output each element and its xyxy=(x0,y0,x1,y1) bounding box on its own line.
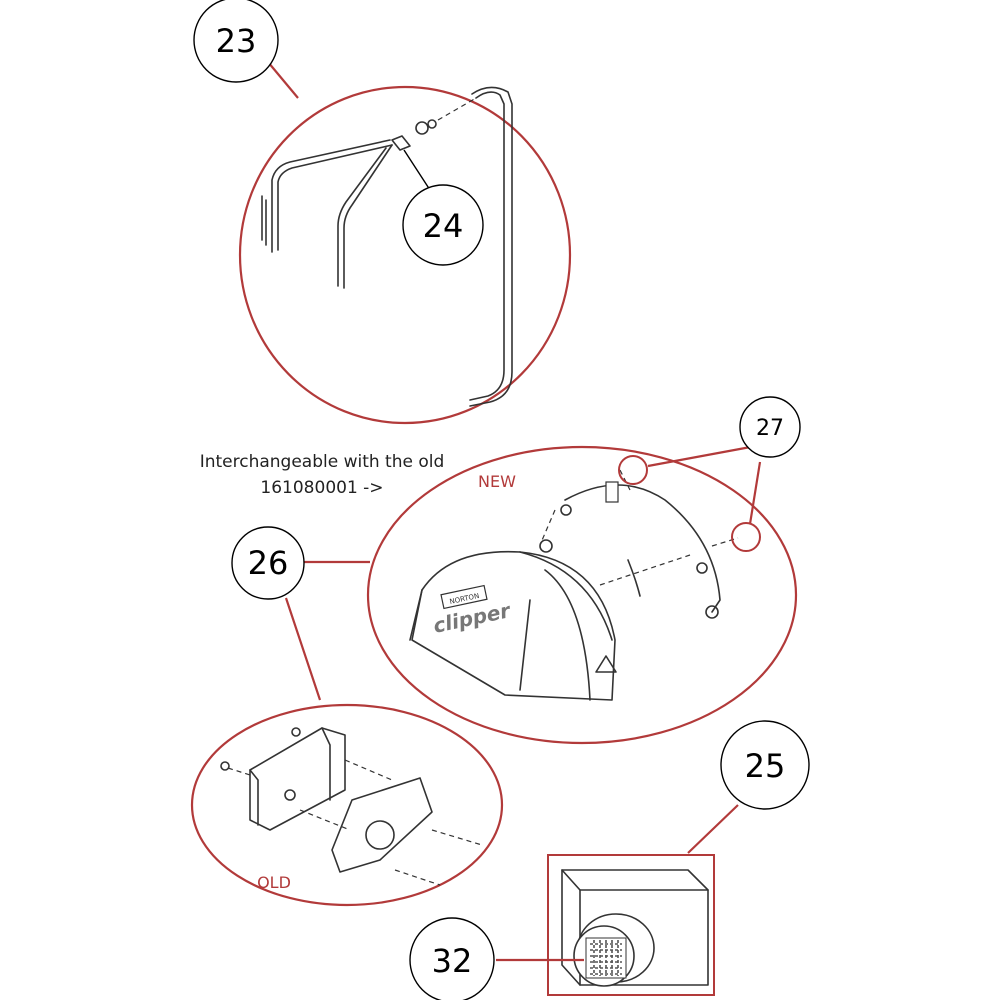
group-26-new-guard: NEW NORTON clipper xyxy=(302,445,798,745)
leader-25 xyxy=(687,804,739,854)
old-label: OLD xyxy=(257,873,291,892)
screw-highlight-right xyxy=(731,522,761,552)
leader-27-a xyxy=(647,444,757,468)
callout-32: 32 xyxy=(432,942,473,980)
group-26-old-guard: 26 OLD xyxy=(190,526,504,907)
callout-circle-25 xyxy=(720,720,810,810)
group-25-filter-box: 25 32 xyxy=(409,720,810,1000)
callout-circle-27 xyxy=(739,396,801,458)
group-23-handle: 23 24 xyxy=(193,0,572,425)
screw-highlight-top xyxy=(618,455,648,485)
detail-ellipse-new xyxy=(366,445,798,745)
interchange-caption-line1: Interchangeable with the old xyxy=(200,452,445,472)
callout-23: 23 xyxy=(216,22,257,60)
callout-27: 27 xyxy=(756,416,784,441)
detail-ellipse-old xyxy=(190,703,504,907)
old-guard-drawing xyxy=(220,727,483,886)
group-27-screws: 27 xyxy=(618,396,801,552)
callout-circle-23 xyxy=(193,0,279,83)
new-guard-drawing: NORTON clipper xyxy=(409,469,739,701)
callout-circle-24 xyxy=(402,184,484,266)
interchange-caption-line2: 161080001 -> xyxy=(260,478,383,498)
callout-circle-26 xyxy=(231,526,305,600)
leader-27-b xyxy=(748,461,762,525)
leader-23 xyxy=(267,61,299,99)
detail-ellipse-23 xyxy=(238,85,572,425)
callout-26: 26 xyxy=(248,544,289,582)
new-label: NEW xyxy=(478,472,516,491)
callout-circle-32 xyxy=(409,917,495,1000)
callout-24: 24 xyxy=(423,207,464,245)
detail-box-25 xyxy=(547,854,715,996)
leader-26-old xyxy=(284,597,322,701)
filter-box-drawing xyxy=(561,869,709,987)
leader-24 xyxy=(403,149,431,191)
handle-bar-drawing xyxy=(261,86,513,407)
callout-25: 25 xyxy=(745,747,786,785)
